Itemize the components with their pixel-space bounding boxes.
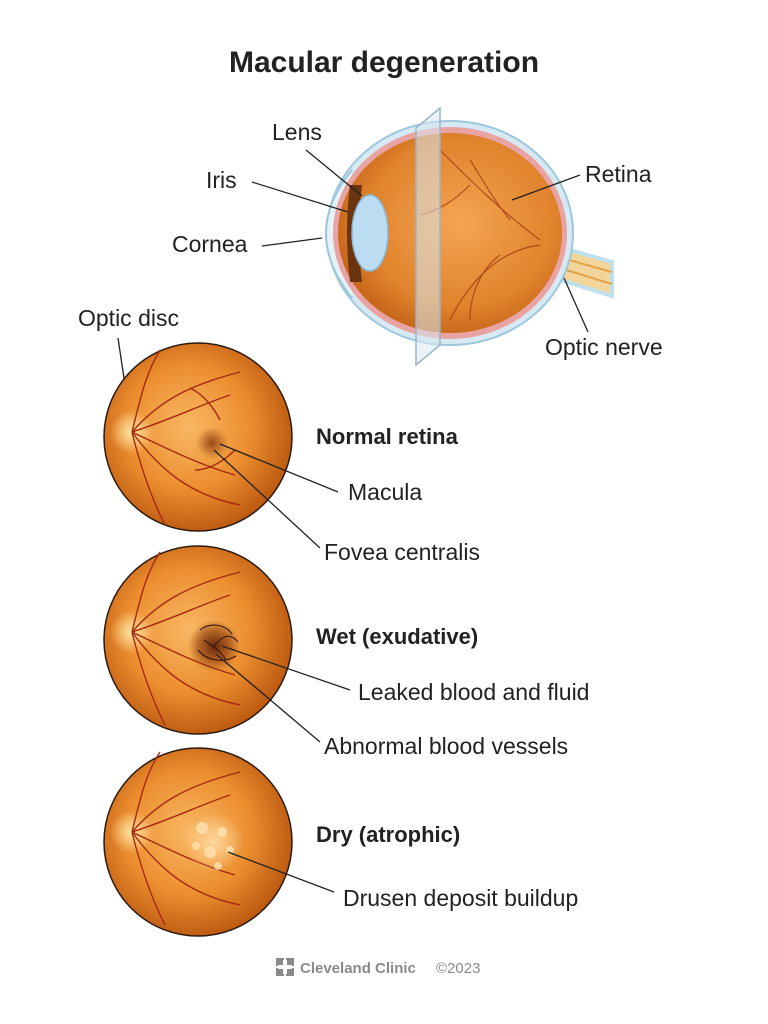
label-macula: Macula: [348, 479, 422, 505]
heading-normal-retina: Normal retina: [316, 424, 459, 449]
section-plane: [415, 106, 441, 367]
cleveland-clinic-logo-icon: [276, 958, 294, 976]
lens-shape: [351, 194, 389, 272]
label-iris: Iris: [206, 167, 237, 193]
label-lens: Lens: [272, 119, 322, 145]
label-drusen: Drusen deposit buildup: [343, 885, 578, 911]
page-title: Macular degeneration: [229, 46, 539, 79]
label-retina: Retina: [585, 161, 652, 187]
label-fovea-centralis: Fovea centralis: [324, 539, 480, 565]
retina-dry: [103, 747, 293, 937]
retina-normal: [103, 342, 293, 532]
label-abnormal-vessels: Abnormal blood vessels: [324, 733, 568, 759]
drusen-deposits: [184, 812, 244, 872]
label-leaked-blood: Leaked blood and fluid: [358, 679, 589, 705]
label-optic-nerve: Optic nerve: [545, 334, 663, 360]
footer-copyright: ©2023: [436, 960, 480, 977]
label-cornea: Cornea: [172, 231, 248, 257]
footer-brand: Cleveland Clinic: [300, 960, 416, 977]
eye-cross-section: [325, 106, 614, 367]
heading-dry: Dry (atrophic): [316, 822, 460, 847]
label-optic-disc: Optic disc: [78, 305, 179, 331]
footer: Cleveland Clinic ©2023: [276, 958, 480, 977]
heading-wet: Wet (exudative): [316, 624, 478, 649]
retina-wet: [103, 545, 293, 735]
